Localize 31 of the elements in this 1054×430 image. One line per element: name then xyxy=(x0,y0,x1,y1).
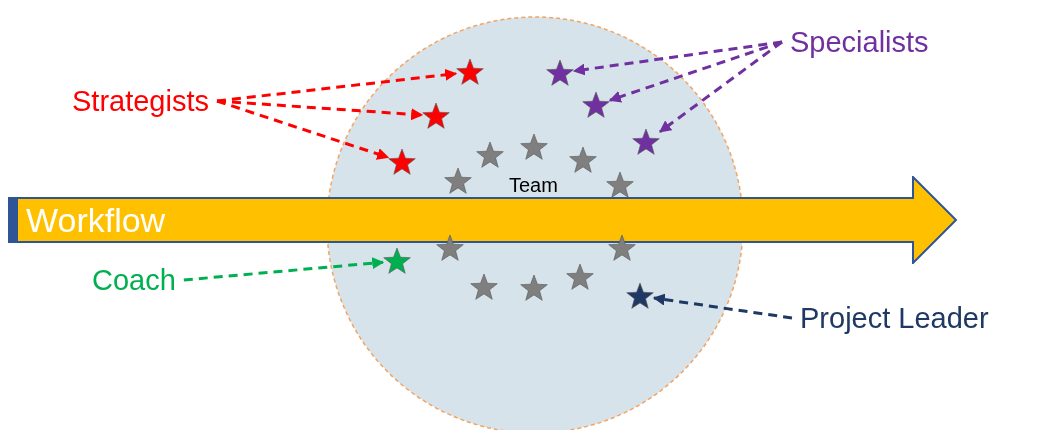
callout-label: Coach xyxy=(92,263,176,297)
star-icon xyxy=(632,128,660,156)
star-icon xyxy=(626,282,654,310)
star-icon xyxy=(566,263,594,291)
star-icon xyxy=(569,146,597,174)
circle-label: Team xyxy=(509,173,558,197)
leader-line xyxy=(216,68,458,103)
star-icon xyxy=(606,171,634,199)
star-icon xyxy=(520,274,548,302)
star-icon xyxy=(456,58,484,86)
star-icon xyxy=(582,91,610,119)
leader-line xyxy=(216,99,390,160)
star-icon xyxy=(476,141,504,169)
leader-line xyxy=(652,293,793,320)
star-icon xyxy=(546,59,574,87)
arrow-label: Workflow xyxy=(26,201,166,239)
callout-label: Specialists xyxy=(790,25,929,59)
star-icon xyxy=(436,234,464,262)
leader-line xyxy=(659,40,783,133)
leader-line xyxy=(608,40,783,103)
block-arrow xyxy=(8,176,958,264)
star-icon xyxy=(444,167,472,195)
star-icon xyxy=(470,273,498,301)
star-icon xyxy=(383,247,411,275)
star-icon xyxy=(388,148,416,176)
callout-label: Project Leader xyxy=(800,301,989,335)
star-icon xyxy=(422,102,450,130)
leader-line xyxy=(183,257,385,282)
star-icon xyxy=(608,234,636,262)
callout-label: Strategists xyxy=(72,84,209,118)
star-icon xyxy=(520,133,548,161)
